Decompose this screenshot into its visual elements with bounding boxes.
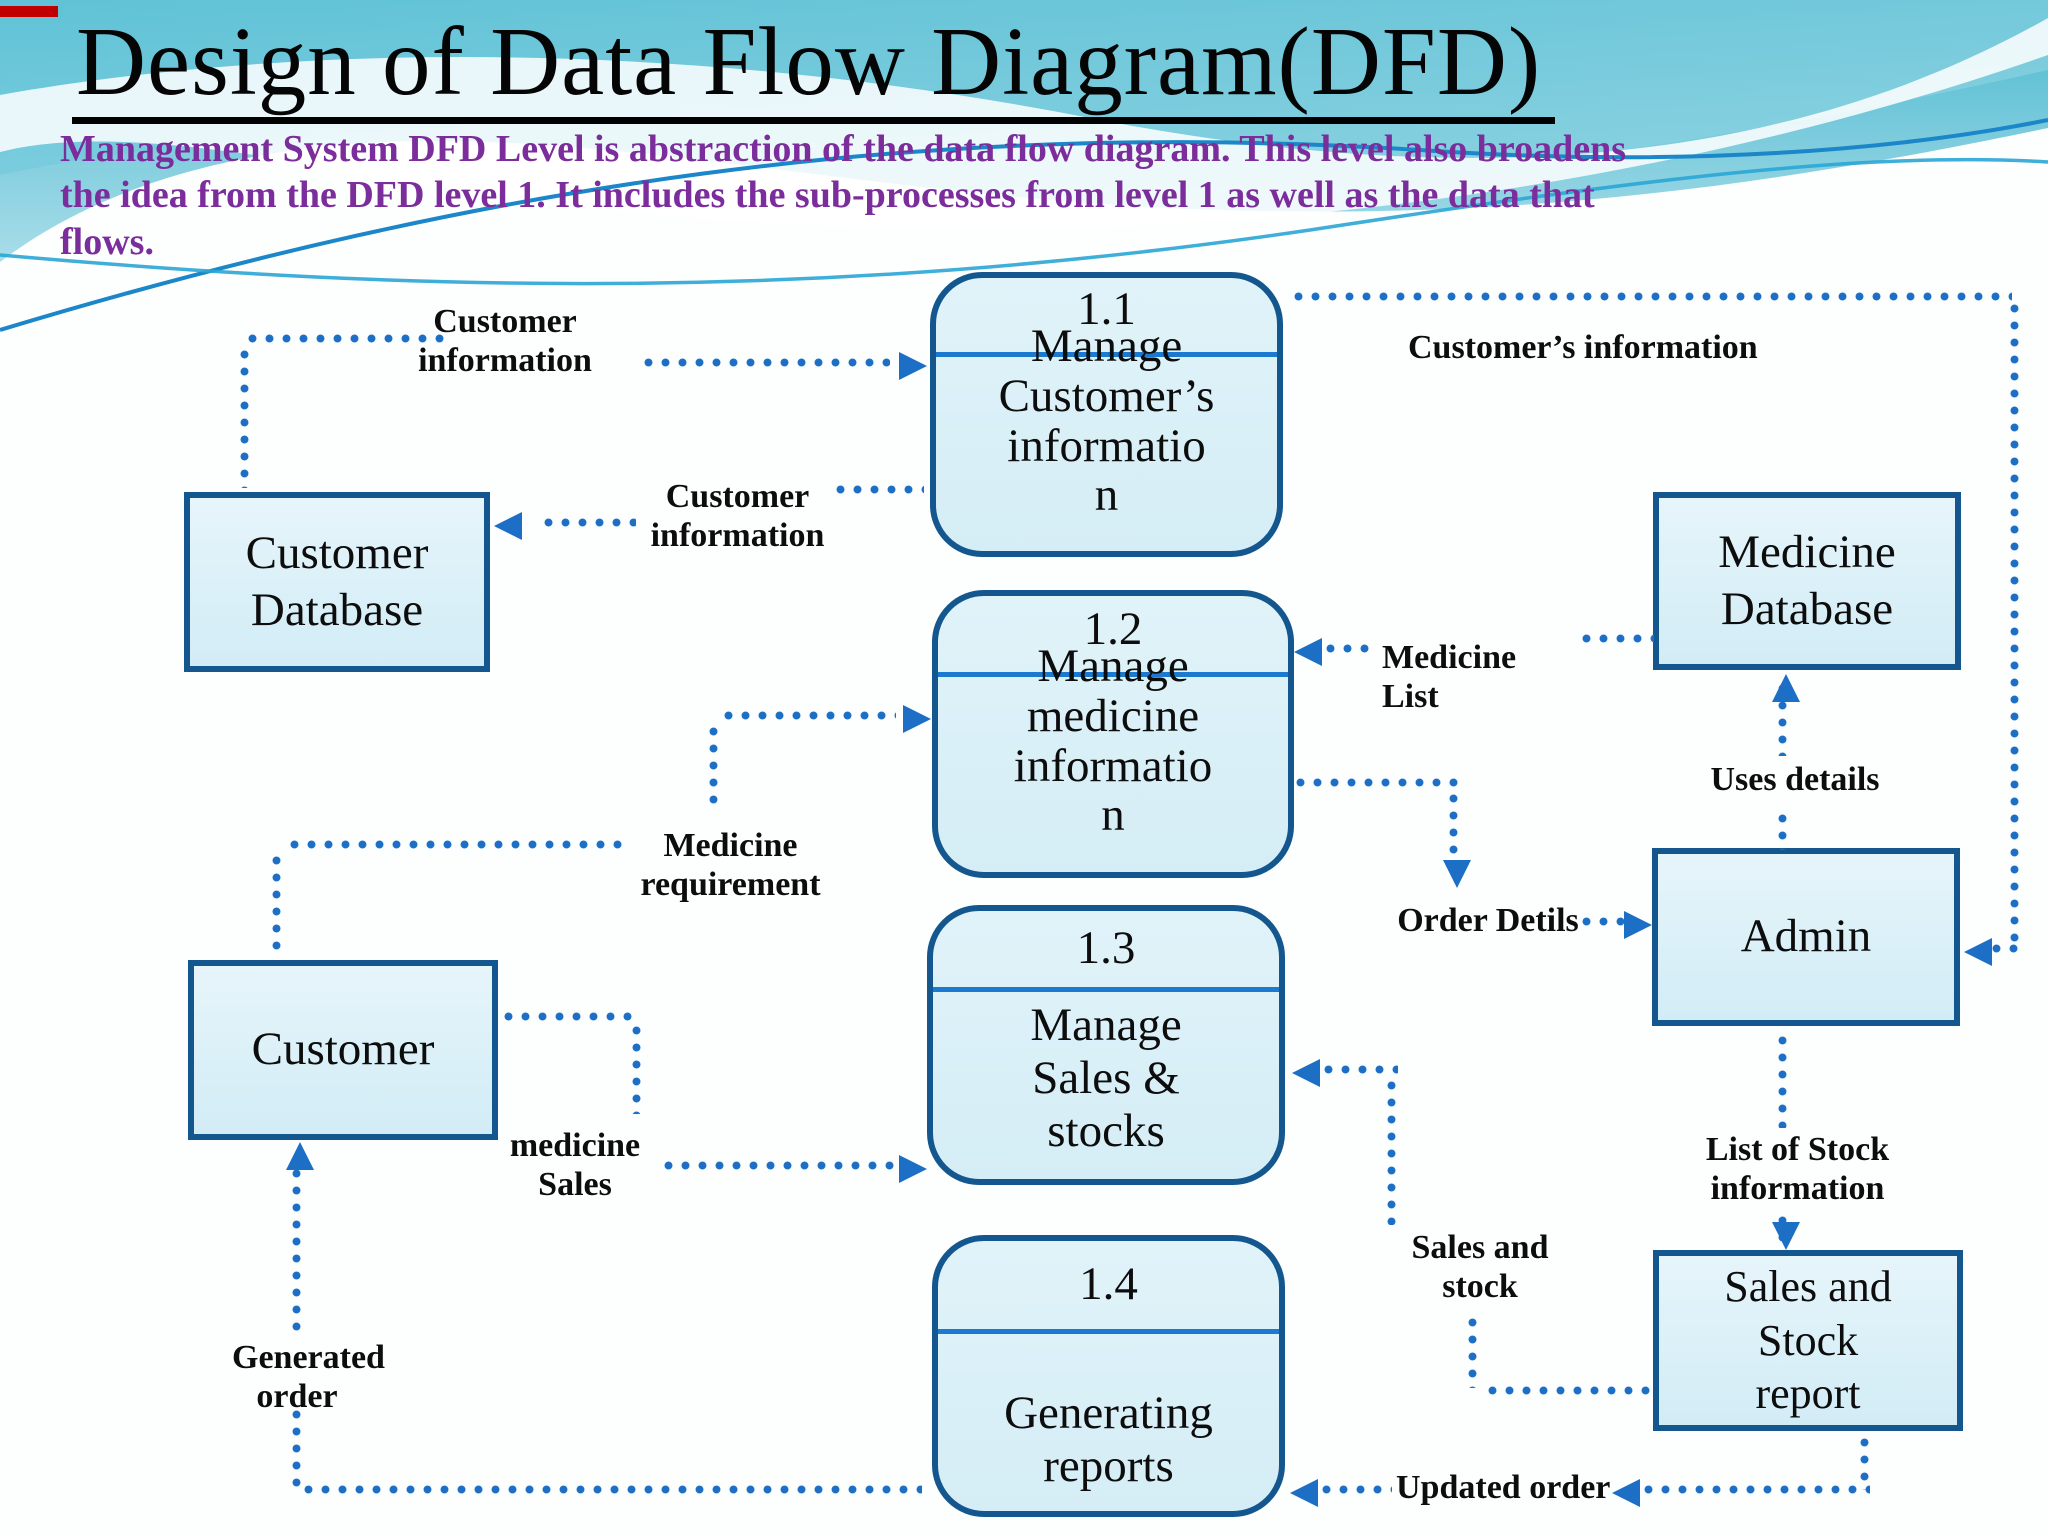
- flow-dotted-line: [1320, 1065, 1398, 1074]
- flow-arrowhead: [1772, 674, 1800, 702]
- process-number: 1.1: [1077, 283, 1136, 335]
- flow-dotted-line: [1860, 1434, 1869, 1490]
- flow-dotted-line: [272, 852, 281, 954]
- process-divider: [938, 1329, 1279, 1334]
- entity-sales-stock-report: Sales and Stock report: [1653, 1250, 1963, 1431]
- entity-customer: Customer: [188, 960, 498, 1140]
- flow-dotted-line: [240, 346, 249, 488]
- flow-dotted-line: [720, 711, 896, 720]
- flow-dotted-line: [300, 1485, 922, 1494]
- flow-dotted-line: [1322, 644, 1374, 653]
- flow-dotted-line: [1468, 1314, 1477, 1388]
- process-1-2-manage-medicine-information: 1.2 Manage medicine informatio n: [932, 590, 1294, 878]
- flow-dotted-line: [632, 1022, 641, 1114]
- process-name: Generating reports: [1004, 1387, 1213, 1493]
- page-title: Design of Data Flow Diagram(DFD): [72, 6, 1556, 124]
- process-1-1-manage-customers-information: 1.1 Manage Customer’s informatio n: [930, 272, 1283, 557]
- flow-arrowhead: [1290, 1479, 1318, 1507]
- flow-dotted-line: [286, 840, 622, 849]
- flow-dotted-line: [1292, 778, 1458, 787]
- flow-arrowhead: [1612, 1479, 1640, 1507]
- slide-description: Management System DFD Level is abstracti…: [60, 128, 1627, 263]
- flow-label-medicine-list: Medicine List: [1382, 639, 1517, 716]
- process-name: Manage medicine informatio n: [1013, 640, 1213, 842]
- flow-dotted-line: [1988, 944, 2018, 953]
- flow-arrowhead: [286, 1142, 314, 1170]
- flow-dotted-line: [709, 723, 718, 809]
- flow-arrowhead: [1292, 1059, 1320, 1087]
- flow-label-list-of-stock-information: List of Stock information: [1705, 1131, 1890, 1208]
- flow-dotted-line: [1387, 1077, 1396, 1225]
- flow-dotted-line: [1578, 634, 1654, 643]
- flow-dotted-line: [640, 358, 890, 367]
- process-1-3-manage-sales-stocks: 1.3 Manage Sales & stocks: [927, 905, 1285, 1185]
- flow-dotted-line: [1778, 680, 1787, 756]
- flow-dotted-line: [1449, 790, 1458, 870]
- entity-admin: Admin: [1652, 848, 1960, 1026]
- process-divider: [938, 672, 1288, 677]
- flow-dotted-line: [832, 485, 924, 494]
- flow-dotted-line: [1778, 1032, 1787, 1128]
- flow-label-medicine-sales: medicine Sales: [509, 1127, 641, 1204]
- process-1-4-generating-reports: 1.4 Generating reports: [932, 1235, 1285, 1517]
- flow-dotted-line: [1778, 810, 1787, 850]
- flow-dotted-line: [1290, 292, 2012, 301]
- flow-label-medicine-requirement: Medicine requirement: [640, 827, 821, 904]
- flow-dotted-line: [500, 1012, 640, 1021]
- flow-label-sales-and-stock: Sales and stock: [1411, 1229, 1549, 1306]
- flow-arrowhead: [903, 705, 931, 733]
- flow-arrowhead: [899, 352, 927, 380]
- flow-arrowhead: [1294, 638, 1322, 666]
- flow-label-customers-information: Customer’s information: [1408, 329, 1758, 366]
- process-number: 1.2: [1083, 603, 1143, 655]
- flow-arrowhead: [899, 1155, 927, 1183]
- process-number: 1.3: [1076, 922, 1136, 974]
- flow-label-updated-order: Updated order: [1396, 1469, 1611, 1506]
- entity-customer-database: Customer Database: [184, 492, 490, 672]
- flow-dotted-line: [292, 1165, 301, 1337]
- flow-dotted-line: [1640, 1485, 1870, 1494]
- flow-arrowhead: [1772, 1222, 1800, 1250]
- entity-medicine-database: Medicine Database: [1653, 492, 1961, 670]
- flow-label-customer-information-2: Customer information: [650, 478, 825, 555]
- process-divider: [933, 987, 1279, 992]
- flow-dotted-line: [1578, 917, 1626, 926]
- flow-arrowhead: [1624, 911, 1652, 939]
- flow-arrowhead: [1964, 938, 1992, 966]
- flow-dotted-line: [540, 518, 636, 527]
- process-number: 1.4: [1079, 1258, 1138, 1310]
- process-name: Manage Sales & stocks: [1030, 999, 1182, 1158]
- process-name: Manage Customer’s informatio n: [998, 320, 1215, 522]
- flow-label-uses-details: Uses details: [1710, 761, 1880, 798]
- flow-label-order-detils: Order Detils: [1397, 902, 1579, 939]
- flow-dotted-line: [244, 334, 444, 343]
- flow-arrowhead: [1443, 860, 1471, 888]
- flow-label-customer-information-1: Customer information: [418, 303, 592, 380]
- flow-arrowhead: [494, 512, 522, 540]
- process-divider: [936, 352, 1277, 357]
- flow-dotted-line: [1484, 1386, 1652, 1395]
- flow-dotted-line: [292, 1406, 301, 1490]
- flow-dotted-line: [1318, 1485, 1392, 1494]
- flow-dotted-line: [660, 1161, 896, 1170]
- flow-dotted-line: [2010, 300, 2019, 950]
